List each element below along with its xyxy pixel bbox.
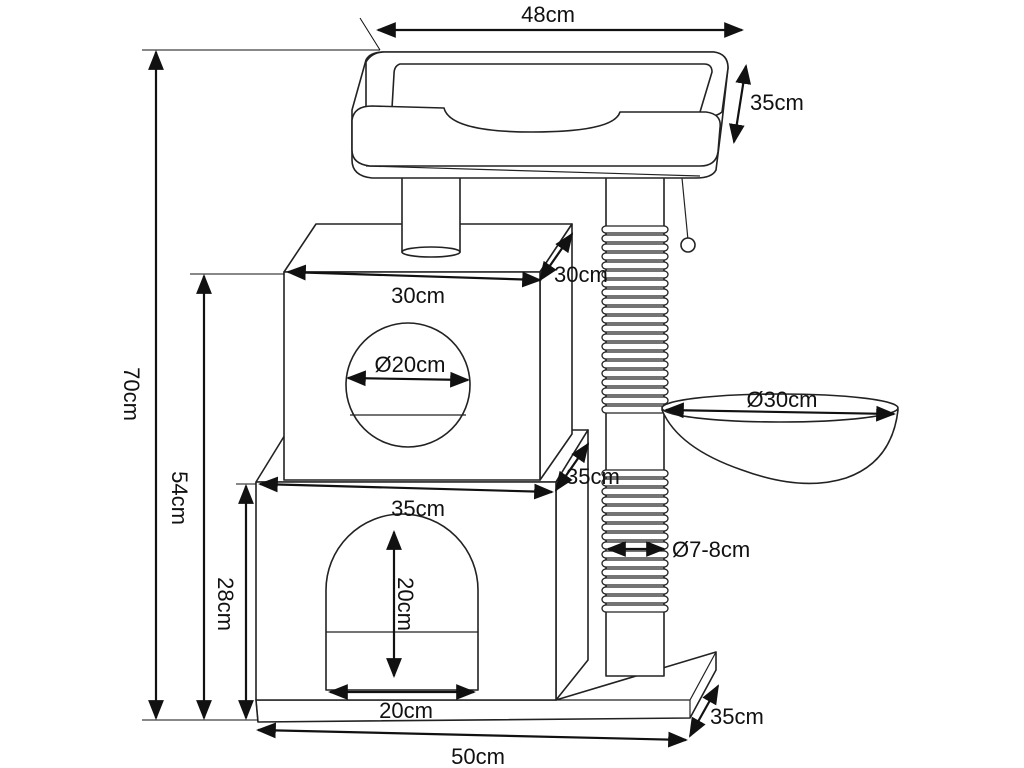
label-door-height: 20cm — [393, 577, 418, 631]
sisal-rope-wrap — [601, 369, 669, 378]
label-total-height: 70cm — [119, 367, 144, 421]
sisal-rope-wrap — [601, 505, 669, 514]
sisal-rope-wrap — [601, 469, 669, 478]
sisal-rope-wrap — [601, 550, 669, 559]
sisal-rope-wrap — [601, 405, 669, 414]
sisal-rope-wrap — [601, 604, 669, 613]
toy-ball — [680, 237, 696, 253]
sisal-rope-wrap — [601, 396, 669, 405]
sisal-rope-wrap — [601, 252, 669, 261]
sisal-rope-wrap — [601, 270, 669, 279]
dim-arrow-base-depth — [689, 684, 719, 738]
label-post: Ø7-8cm — [672, 537, 750, 562]
label-upper-box-width: 30cm — [391, 283, 445, 308]
dim-arrow-upper-box-width — [286, 264, 542, 288]
sisal-rope-wrap — [601, 387, 669, 396]
label-lower-box-depth: 35cm — [566, 464, 620, 489]
sisal-rope-wrap — [601, 496, 669, 505]
sisal-rope-wrap — [601, 595, 669, 604]
lower-condo-door — [325, 513, 479, 691]
sisal-rope-wrap — [601, 568, 669, 577]
label-lower-height: 28cm — [213, 577, 238, 631]
top-perch — [351, 51, 729, 253]
short-post — [401, 171, 461, 258]
sisal-rope-wrap — [601, 243, 669, 252]
sisal-rope-wrap — [601, 324, 669, 333]
sisal-rope-wrap — [601, 342, 669, 351]
dim-arrow-top-depth — [728, 64, 752, 144]
label-base-depth: 35cm — [710, 704, 764, 729]
sisal-rope-wrap — [601, 288, 669, 297]
sisal-rope-wrap — [601, 577, 669, 586]
dim-arrow-upper-box-depth — [538, 232, 574, 282]
sisal-rope-wrap — [601, 378, 669, 387]
upper-condo-hole — [345, 322, 471, 448]
sisal-rope-upper — [601, 225, 669, 414]
sisal-rope-wrap — [601, 306, 669, 315]
toy-string — [681, 177, 689, 241]
sisal-rope-wrap — [601, 523, 669, 532]
dimension-arrows — [148, 22, 896, 748]
dim-arrow-bowl — [664, 402, 896, 422]
sisal-rope-wrap — [601, 559, 669, 568]
dim-arrow-lower-box-width — [258, 476, 554, 500]
sisal-rope-wrap — [601, 333, 669, 342]
sisal-rope-wrap — [601, 360, 669, 369]
sisal-rope-wrap — [601, 279, 669, 288]
sisal-rope-wrap — [601, 315, 669, 324]
label-upper-height: 54cm — [167, 471, 192, 525]
dim-arrow-upper-hole — [346, 370, 470, 388]
sisal-rope-wrap — [601, 532, 669, 541]
label-door-width: 20cm — [379, 698, 433, 723]
extension-lines — [142, 17, 381, 721]
label-bowl: Ø30cm — [747, 387, 818, 412]
label-base-width: 50cm — [451, 744, 505, 768]
dim-arrow-lower-box-depth — [554, 442, 590, 492]
sisal-rope-wrap — [601, 225, 669, 234]
sisal-rope-wrap — [601, 234, 669, 243]
sisal-rope-wrap — [601, 478, 669, 487]
sisal-rope-lower — [601, 469, 669, 613]
sisal-post — [601, 175, 669, 677]
label-upper-hole: Ø20cm — [375, 352, 446, 377]
label-top-width: 48cm — [521, 2, 575, 27]
label-top-depth: 35cm — [750, 90, 804, 115]
sisal-rope-wrap — [601, 261, 669, 270]
dim-arrow-base-width — [256, 722, 688, 748]
label-upper-box-depth: 30cm — [554, 262, 608, 287]
sisal-rope-wrap — [601, 586, 669, 595]
dimension-labels: 48cm 35cm 30cm 30cm Ø20cm Ø30cm 35cm 35c… — [119, 2, 817, 768]
sisal-rope-wrap — [601, 351, 669, 360]
sisal-rope-wrap — [601, 514, 669, 523]
sisal-rope-wrap — [601, 297, 669, 306]
sisal-rope-wrap — [601, 487, 669, 496]
label-lower-box-width: 35cm — [391, 496, 445, 521]
